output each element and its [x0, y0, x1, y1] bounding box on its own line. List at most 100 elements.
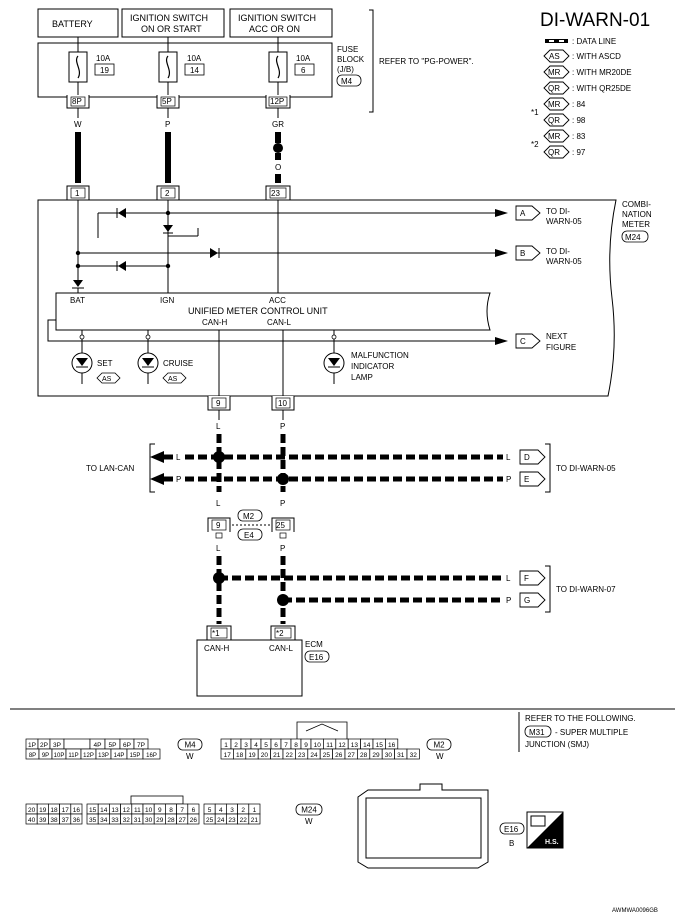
figure-code: AWMWA0096GB [612, 908, 658, 914]
hs-icon: H.S. [526, 811, 564, 849]
conn-8p: 8P [72, 97, 82, 106]
fuse-2-amp: 10A [187, 54, 202, 63]
ecm-conn: E16 [309, 653, 324, 662]
m2-color: W [436, 752, 444, 761]
m24-pin: 22 [240, 817, 248, 824]
refer-following: REFER TO THE FOLLOWING. M31 - SUPER MULT… [524, 714, 636, 749]
m24-pin: 2 [241, 807, 245, 814]
wire-l-lan: L [176, 453, 181, 462]
m2-pin: 21 [273, 752, 281, 759]
diagram-title: DI-WARN-01 [540, 10, 650, 31]
umcu-canh: CAN-H [202, 318, 228, 327]
can-harness: 9 10 L P L L D P P E TO LAN-CAN TO DI-WA… [86, 396, 616, 624]
m24-color: W [305, 817, 313, 826]
m2-pin: 29 [372, 752, 380, 759]
wire-p-e: P [506, 475, 511, 484]
ign-on-start-line2: ON OR START [141, 24, 202, 34]
fuse-block-label1: FUSE [337, 45, 358, 54]
lamp-cruise: CRUISE [163, 359, 193, 368]
legend-as-badge: AS [543, 49, 570, 63]
umcu-canl: CAN-L [267, 318, 292, 327]
power-wires: W P GR O [74, 108, 284, 183]
m24-pin: 11 [134, 807, 141, 814]
m2-pin: 32 [410, 752, 418, 759]
ign-acc-on-line1: IGNITION SWITCH [238, 13, 316, 23]
lamp-set-as: AS [102, 376, 112, 383]
m24-pin: 37 [62, 817, 70, 824]
m24-pin: 29 [156, 817, 164, 824]
can-pin-10: 10 [278, 399, 287, 408]
m4-pin: 12P [83, 753, 94, 759]
svg-text:QR: QR [548, 84, 560, 93]
m2-pin: 6 [274, 742, 278, 749]
m24-pin: 14 [100, 807, 108, 814]
svg-text:MR: MR [548, 68, 561, 77]
umcu-acc: ACC [269, 296, 286, 305]
battery-box: BATTERY [37, 8, 119, 38]
meter-input-connectors: 1 2 23 [66, 185, 291, 200]
m24-pin: 34 [100, 817, 108, 824]
wire-l-d: L [506, 453, 511, 462]
ecm-pin-star1: *1 [212, 629, 220, 638]
m4-id: M4 [184, 741, 196, 750]
out-b-text2: WARN-05 [546, 257, 582, 266]
lamp-malfunction-3: LAMP [351, 373, 373, 382]
m4-pin: 3P [53, 742, 61, 749]
m2-pin: 8 [294, 742, 298, 749]
m24-pin: 4 [219, 807, 223, 814]
m2-pin: 31 [397, 752, 405, 759]
refer-line1: REFER TO THE FOLLOWING. [525, 714, 636, 723]
conn-5p: 5P [162, 97, 172, 106]
m24-pin: 30 [145, 817, 153, 824]
m2-pin: 25 [323, 752, 331, 759]
joint-pin-9: 9 [216, 521, 221, 530]
m24-pin: 7 [180, 807, 184, 814]
m24-pin: 40 [28, 817, 36, 824]
m2-pin: 7 [284, 742, 288, 749]
combination-meter: COMBI- NATION METER M24 A TO DI- WARN-05 [37, 199, 652, 397]
meter-pin-2: 2 [165, 189, 170, 198]
legend: : DATA LINE AS : WITH ASCD MR : WITH MR2… [531, 37, 632, 159]
e16-connector: E16 B [357, 783, 525, 869]
svg-text:QR: QR [548, 116, 560, 125]
meter-conn: M24 [625, 233, 641, 242]
m4-pin: 5P [109, 742, 117, 749]
m2-pin: 10 [314, 742, 322, 749]
m24-pin: 5 [208, 807, 212, 814]
joint-e4: E4 [244, 531, 254, 540]
ecm-canl: CAN-L [269, 644, 294, 653]
m24-pin: 18 [50, 807, 58, 814]
m24-pin: 32 [123, 817, 131, 824]
legend-with-qr25de: : WITH QR25DE [572, 84, 631, 93]
m2-pin: 1 [224, 742, 228, 749]
out-b-text1: TO DI- [546, 247, 570, 256]
m24-pin: 10 [145, 807, 153, 814]
m4-pin: 1P [28, 742, 36, 749]
wire-l-f: L [506, 574, 511, 583]
m2-pin: 19 [248, 752, 256, 759]
to-di-warn-05: TO DI-WARN-05 [556, 464, 616, 473]
m2-pin: 23 [298, 752, 306, 759]
wire-p-1: P [280, 422, 285, 431]
m2-pin: 30 [385, 752, 393, 759]
m24-pin: 17 [62, 807, 70, 814]
wire-o: O [275, 163, 281, 172]
m24-pin: 12 [123, 807, 131, 814]
m4-pin: 2P [40, 742, 48, 749]
joint-pin-25: 25 [276, 521, 285, 530]
ign-on-start-box: IGNITION SWITCH ON OR START [121, 8, 225, 38]
m2-pin: 27 [348, 752, 356, 759]
out-a-text2: WARN-05 [546, 217, 582, 226]
m2-pin: 3 [244, 742, 248, 749]
to-lan-can: TO LAN-CAN [86, 464, 135, 473]
legend-star1: *1 [531, 108, 539, 117]
m24-pin: 13 [111, 807, 119, 814]
m24-pin: 26 [190, 817, 198, 824]
svg-text:MR: MR [548, 100, 561, 109]
wire-l-2: L [216, 499, 221, 508]
out-c-label: C [520, 337, 526, 346]
wire-l-3: L [216, 544, 221, 553]
fuse-3-amp: 10A [296, 54, 311, 63]
m4-pin: 9P [42, 753, 49, 759]
legend-with-mr20de: : WITH MR20DE [572, 68, 632, 77]
